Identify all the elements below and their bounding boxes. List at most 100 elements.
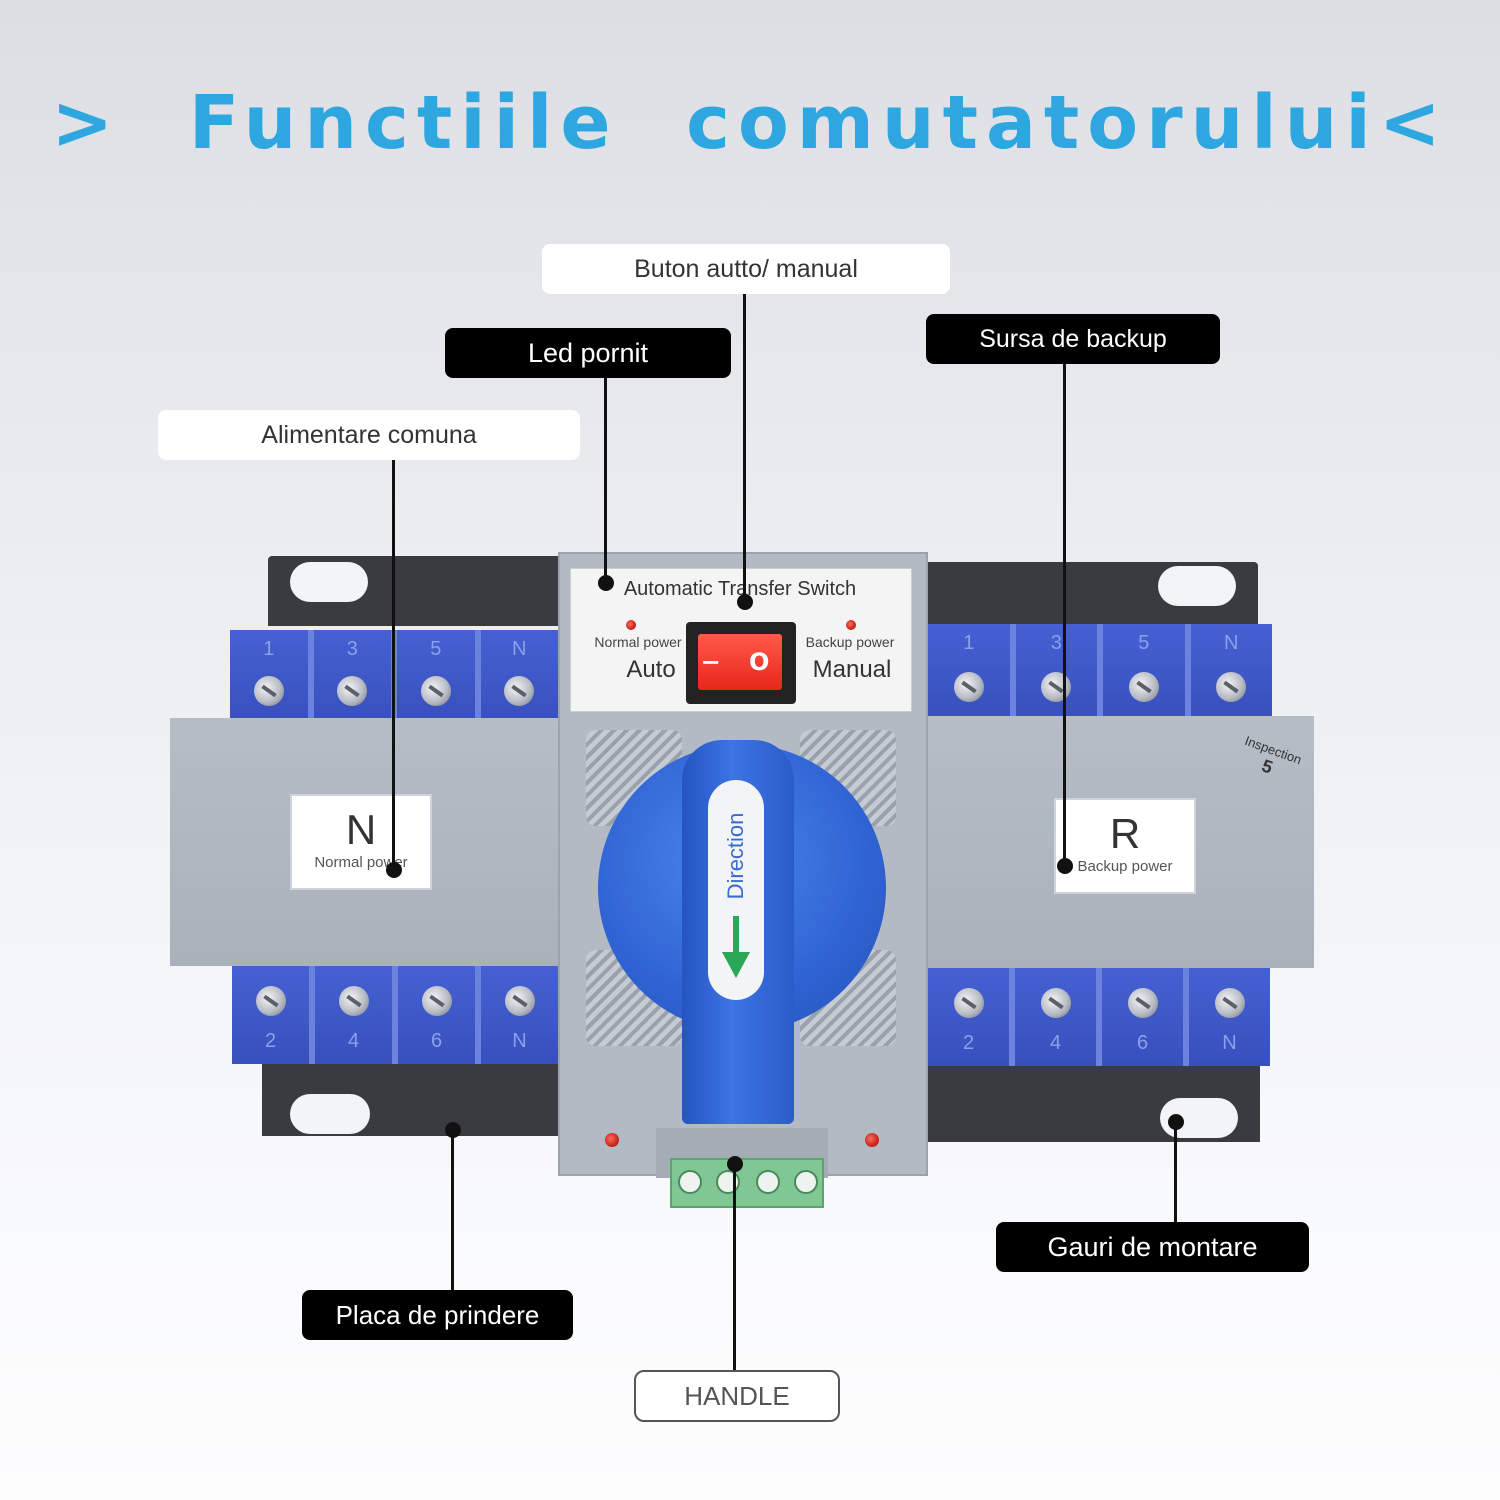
terminal: N <box>1189 966 1270 1066</box>
terminal: N <box>481 964 558 1064</box>
normal-power-label: N Normal power <box>290 794 432 890</box>
terminal-block-left-top: 1 3 5 N <box>230 630 558 722</box>
backup-power-caption: Backup power <box>1077 858 1173 875</box>
normal-power-indicator-icon <box>626 620 636 630</box>
terminal-hole <box>794 1170 818 1194</box>
screw-icon <box>255 986 286 1016</box>
terminal-label: N <box>512 638 527 660</box>
backup-power-label: R Backup power <box>1054 798 1196 894</box>
terminal: 5 <box>1103 624 1191 720</box>
terminal: 3 <box>313 630 397 722</box>
terminal-label: 2 <box>962 1032 975 1054</box>
mounting-hole-bottom-left <box>290 1094 370 1134</box>
terminal-hole <box>716 1170 740 1194</box>
backup-power-text: Backup power <box>805 634 895 650</box>
leader-dot-led <box>598 575 614 591</box>
screw-icon <box>504 986 535 1016</box>
terminal: 5 <box>397 630 481 722</box>
terminal-block-left-bottom: 2 4 6 N <box>232 964 558 1064</box>
screw-icon <box>1040 988 1071 1018</box>
auto-text: Auto <box>626 656 676 683</box>
normal-power-text: Normal power <box>594 634 682 650</box>
terminal-label: 1 <box>263 638 275 660</box>
leader-dot-alimentare <box>386 862 402 878</box>
auto-manual-rocker-switch[interactable]: − O <box>686 622 796 704</box>
leader-line-buton <box>743 294 746 602</box>
screw-icon <box>1127 988 1158 1018</box>
callout-gauri-montare: Gauri de montare <box>996 1222 1309 1272</box>
terminal-label: 4 <box>1049 1032 1062 1054</box>
signal-terminal-block <box>670 1158 824 1208</box>
backup-power-indicator-icon <box>846 620 856 630</box>
screw-icon <box>504 676 535 706</box>
terminal: 6 <box>1102 966 1189 1066</box>
leader-dot-sursa <box>1057 858 1073 874</box>
terminal-block-right-bottom: 2 4 6 N <box>928 966 1270 1066</box>
manual-text: Manual <box>812 656 892 683</box>
leader-dot-gauri <box>1168 1114 1184 1130</box>
handle-direction-text: Direction <box>723 812 748 900</box>
terminal: 4 <box>315 964 398 1064</box>
rocker-switch-face: − O <box>698 634 782 690</box>
terminal-label: 6 <box>1136 1032 1149 1054</box>
callout-led-pornit: Led pornit <box>445 328 731 378</box>
terminal-label: 5 <box>430 638 442 660</box>
screw-icon <box>1216 672 1247 702</box>
leader-dot-placa <box>445 1122 461 1138</box>
mounting-hole-top-right <box>1158 566 1236 606</box>
page-title: > Functiile comutatorului< <box>51 80 1449 166</box>
screw-icon <box>1128 672 1159 702</box>
terminal: N <box>1190 624 1272 720</box>
screw-icon <box>1214 988 1245 1018</box>
leader-line-gauri <box>1174 1122 1177 1224</box>
leader-dot-buton <box>737 594 753 610</box>
leader-line-sursa <box>1063 364 1066 866</box>
screw-icon <box>953 672 984 702</box>
callout-sursa-backup: Sursa de backup <box>926 314 1220 364</box>
screw-icon <box>421 986 452 1016</box>
terminal: 4 <box>1015 966 1102 1066</box>
leader-line-led <box>604 378 607 582</box>
backup-power-letter: R <box>1109 810 1141 857</box>
callout-placa-prindere: Placa de prindere <box>302 1290 573 1340</box>
terminal: 1 <box>230 630 314 722</box>
terminal-block-right-top: 1 3 5 N <box>928 624 1272 720</box>
screw-icon <box>253 676 284 706</box>
terminal: 2 <box>928 966 1015 1066</box>
mounting-hole-top-left <box>290 562 368 602</box>
terminal-label: 2 <box>264 1030 277 1052</box>
terminal-label: 6 <box>430 1030 443 1052</box>
screw-icon <box>420 676 451 706</box>
status-led-left-icon <box>605 1133 619 1147</box>
direction-arrow-icon <box>722 916 750 978</box>
terminal-label: 3 <box>1050 632 1062 654</box>
screw-icon <box>338 986 369 1016</box>
terminal-hole <box>756 1170 780 1194</box>
screw-icon <box>337 676 368 706</box>
normal-power-caption: Normal power <box>314 854 408 871</box>
terminal-hole <box>678 1170 702 1194</box>
terminal-label: N <box>1222 1032 1237 1054</box>
terminal-label: 4 <box>347 1030 360 1052</box>
callout-buton-auto-manual: Buton autto/ manual <box>542 244 950 294</box>
leader-line-placa <box>451 1130 454 1292</box>
terminal-label: N <box>512 1030 527 1052</box>
leader-dot-handle <box>727 1156 743 1172</box>
terminal: 3 <box>1015 624 1103 720</box>
panel-title: Automatic Transfer Switch <box>623 578 857 600</box>
terminal-label: 1 <box>963 632 975 654</box>
leader-line-alimentare <box>392 460 395 870</box>
screw-icon <box>1041 672 1072 702</box>
terminal: 2 <box>232 964 315 1064</box>
status-led-right-icon <box>865 1133 879 1147</box>
terminal: N <box>480 630 558 722</box>
terminal-label: N <box>1224 632 1239 654</box>
normal-power-letter: N <box>345 806 377 853</box>
screw-icon <box>953 988 984 1018</box>
terminal: 6 <box>398 964 481 1064</box>
callout-handle: HANDLE <box>634 1370 840 1422</box>
callout-alimentare-comuna: Alimentare comuna <box>158 410 580 460</box>
leader-line-handle <box>733 1164 736 1372</box>
terminal-label: 3 <box>346 638 358 660</box>
